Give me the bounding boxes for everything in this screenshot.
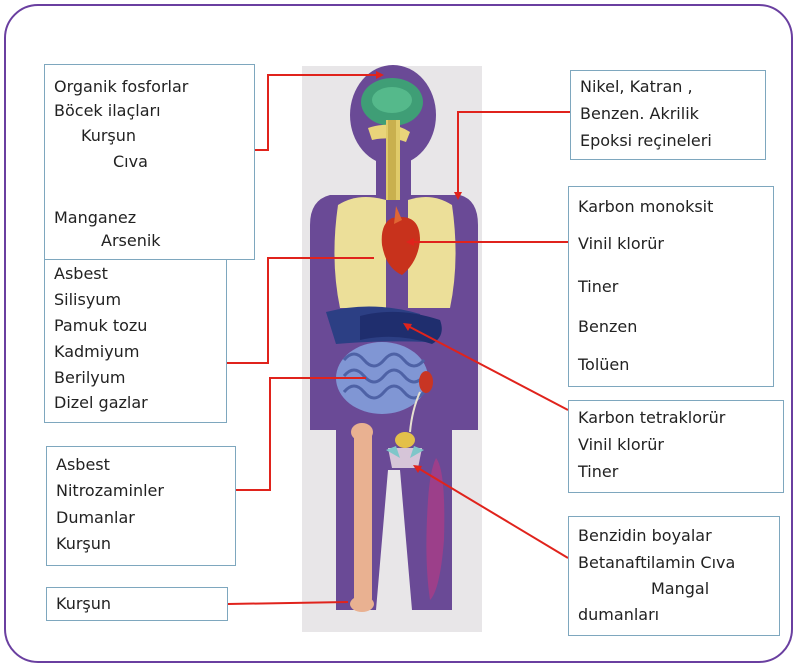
list-item: dumanları: [578, 605, 659, 625]
list-item: Arsenik: [101, 231, 161, 251]
list-item: Benzidin boyalar: [578, 526, 712, 546]
list-item: Mangal: [651, 579, 709, 599]
list-item: Tiner: [578, 277, 618, 297]
list-item: Benzen. Akrilik: [580, 104, 699, 124]
list-item: Dumanlar: [56, 508, 135, 528]
kidney: [419, 371, 433, 393]
list-item: Tolüen: [578, 355, 629, 375]
list-item: Kurşun: [81, 126, 136, 146]
list-item: Nitrozaminler: [56, 481, 164, 501]
intestine-toxins-box: Asbest Nitrozaminler Dumanlar Kurşun: [46, 446, 236, 566]
list-item: Tiner: [578, 462, 618, 482]
list-item: Vinil klorür: [578, 234, 664, 254]
list-item: Pamuk tozu: [54, 316, 147, 336]
list-item: Epoksi reçineleri: [580, 131, 712, 151]
list-item: Berilyum: [54, 368, 125, 388]
list-item: Asbest: [54, 264, 108, 284]
skin-toxins-box: Nikel, Katran , Benzen. Akrilik Epoksi r…: [570, 70, 766, 160]
heart-toxins-box: Karbon monoksit Vinil klorür Tiner Benze…: [568, 186, 774, 387]
left-lung: [334, 197, 386, 308]
list-item: Nikel, Katran ,: [580, 77, 693, 97]
lung-toxins-box: Asbest Silisyum Pamuk tozu Kadmiyum Beri…: [44, 259, 227, 423]
list-item: Kadmiyum: [54, 342, 139, 362]
bladder-toxins-box: Benzidin boyalar Betanaftilamin Cıva Man…: [568, 516, 780, 636]
bone-toxins-box: Kurşun: [46, 587, 228, 621]
brain-toxins-box: Organik fosforlar Böcek ilaçları Kurşun …: [44, 64, 255, 260]
list-item: Böcek ilaçları: [54, 101, 161, 121]
list-item: Betanaftilamin Cıva: [578, 553, 735, 573]
list-item: Kurşun: [56, 594, 111, 614]
femur-bone: [354, 428, 372, 606]
list-item: Benzen: [578, 317, 637, 337]
list-item: Kurşun: [56, 534, 111, 554]
list-item: Dizel gazlar: [54, 393, 148, 413]
list-item: Organik fosforlar: [54, 77, 188, 97]
list-item: Manganez: [54, 208, 136, 228]
list-item: Vinil klorür: [578, 435, 664, 455]
list-item: Silisyum: [54, 290, 121, 310]
list-item: Asbest: [56, 455, 110, 475]
list-item: Cıva: [113, 152, 148, 172]
bladder: [395, 432, 415, 448]
list-item: Karbon monoksit: [578, 197, 713, 217]
list-item: Karbon tetraklorür: [578, 408, 725, 428]
liver-toxins-box: Karbon tetraklorür Vinil klorür Tiner: [568, 400, 784, 493]
